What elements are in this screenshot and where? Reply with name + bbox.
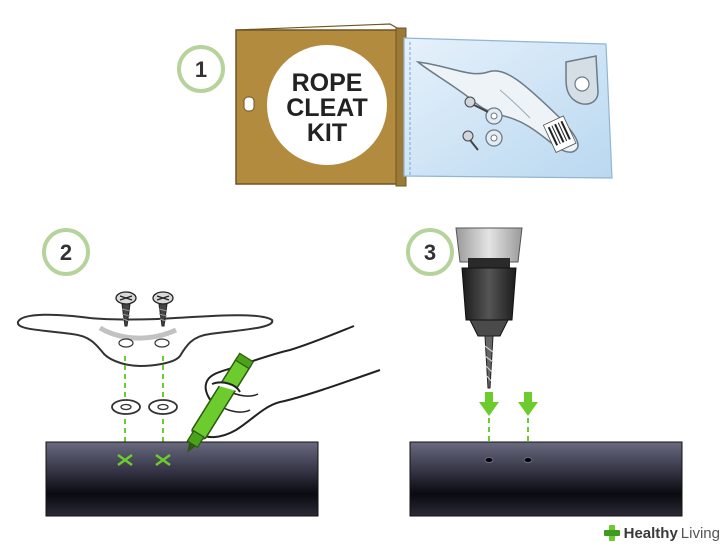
screw-in-bag-2 [462, 130, 479, 151]
cleat-hole-right [154, 338, 170, 348]
kit-title-line2: CLEAT [286, 94, 367, 122]
drilled-hole-left [484, 457, 494, 463]
plus-leaf-icon [603, 525, 620, 541]
brand-name-light: Living [680, 524, 720, 542]
screw-in-bag [464, 96, 489, 113]
board-left [45, 441, 319, 517]
kit-title-line1: ROPE [292, 69, 363, 97]
hand-with-marker [186, 325, 381, 453]
arrow-down-right [518, 392, 538, 416]
screw-left [115, 291, 137, 327]
step-2-badge: 2 [42, 228, 90, 276]
kit-label-circle [267, 45, 387, 165]
step-2-number: 2 [60, 240, 72, 265]
board-right [409, 441, 683, 517]
brand-name-bold: Healthy [623, 524, 678, 542]
pencil-mark-right [155, 453, 171, 467]
step-3-badge: 3 [406, 228, 454, 276]
drill-bit [484, 335, 494, 389]
drilled-hole-right [523, 457, 533, 463]
drill-chuck [461, 267, 517, 321]
healthy-living-logo: Healthy Living [603, 524, 720, 542]
cleat-hole-left [118, 338, 134, 348]
kit-title-line3: KIT [307, 119, 347, 147]
barcode-tag [542, 115, 577, 153]
washer-right [148, 399, 178, 415]
pencil-mark-left [117, 453, 133, 467]
drill [455, 227, 523, 389]
rope-cleat-kit-package: ROPE CLEAT KIT [235, 23, 613, 187]
washer-left [111, 399, 141, 415]
screw-right [152, 291, 174, 327]
drill-housing [455, 227, 523, 263]
step-3-number: 3 [424, 240, 436, 265]
arrow-down-left [479, 392, 499, 416]
step-1-number: 1 [195, 57, 207, 82]
hang-hole [243, 96, 255, 112]
step-1-badge: 1 [177, 45, 225, 93]
